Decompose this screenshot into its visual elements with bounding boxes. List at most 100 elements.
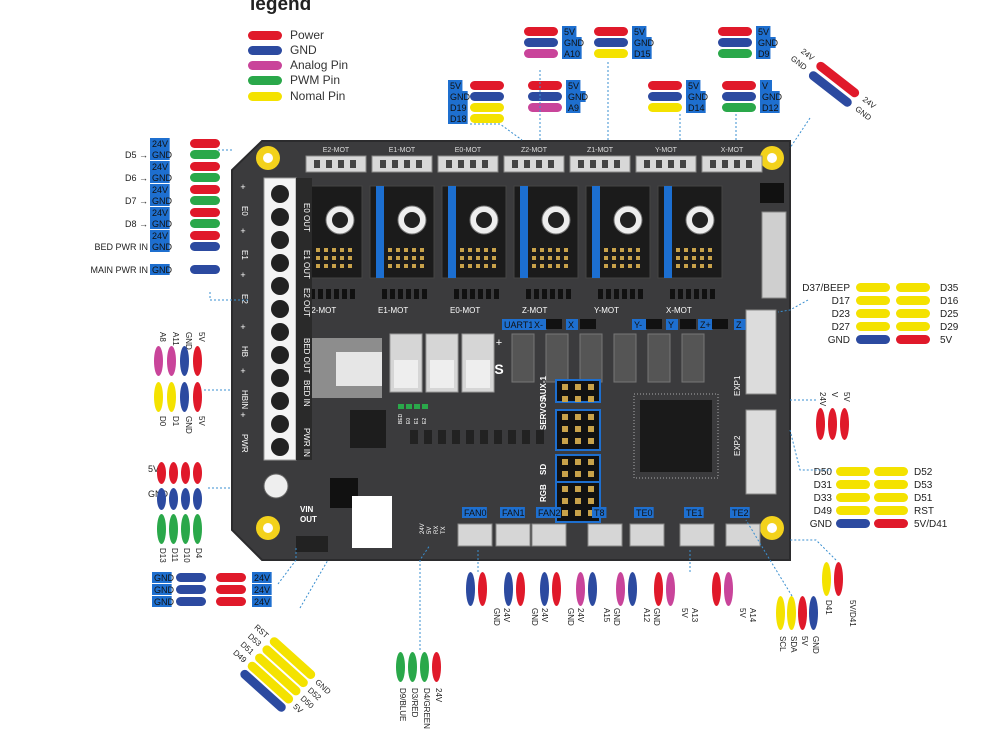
header-pin bbox=[562, 438, 568, 444]
power-tag bbox=[150, 161, 170, 172]
header-pin bbox=[588, 459, 594, 465]
jumper-pin bbox=[636, 248, 640, 252]
smd-component bbox=[424, 430, 432, 444]
plus-mark: + bbox=[240, 226, 245, 236]
pin-tag-text: 24V bbox=[254, 573, 270, 583]
exp2-wire bbox=[836, 519, 870, 528]
mot-pin bbox=[454, 289, 459, 299]
gnd-tag bbox=[152, 584, 172, 595]
smd-component bbox=[494, 430, 502, 444]
smd-component bbox=[410, 430, 418, 444]
endstop-connector bbox=[511, 333, 535, 383]
exp1-connector bbox=[745, 309, 777, 395]
side-label: HBIN bbox=[240, 390, 249, 409]
stepper-pin-tag bbox=[756, 37, 776, 48]
mot-pin bbox=[478, 289, 483, 299]
capacitor bbox=[263, 473, 289, 499]
mosfet-tab bbox=[430, 360, 454, 388]
stepper-pin-tag bbox=[756, 26, 771, 37]
fan-wire bbox=[616, 572, 625, 606]
d41-wire bbox=[822, 562, 831, 596]
plus-mark: + bbox=[496, 337, 502, 349]
legend-label: Nomal Pin bbox=[290, 89, 346, 103]
side-label: HB bbox=[240, 346, 249, 357]
connector-pin bbox=[602, 160, 608, 168]
connector-pin bbox=[644, 160, 650, 168]
jumper-pin bbox=[628, 248, 632, 252]
connector-pin bbox=[404, 160, 410, 168]
terminal-screw bbox=[271, 300, 289, 318]
gnd-tag bbox=[150, 218, 170, 229]
pin-tag-text: D14 bbox=[688, 103, 705, 113]
i2c-pin-label: GND bbox=[811, 636, 820, 654]
rgb-wire bbox=[269, 637, 316, 679]
fan-wire bbox=[478, 572, 487, 606]
stepper-pin-tag bbox=[448, 91, 468, 102]
mcu-pins bbox=[633, 393, 719, 479]
leader-line bbox=[419, 544, 431, 650]
header-pin bbox=[575, 459, 581, 465]
mot-pin bbox=[614, 289, 619, 299]
jumper-pin bbox=[396, 248, 400, 252]
right-mid-label: 5V bbox=[842, 392, 851, 402]
driver-capacitor-top bbox=[620, 212, 636, 228]
connector-pin bbox=[458, 160, 464, 168]
vin-label: VIN bbox=[300, 505, 314, 514]
fan-connector bbox=[531, 523, 567, 547]
terminal-screw bbox=[271, 185, 289, 203]
aux-pin-label: A8 bbox=[158, 332, 167, 342]
led-label: 5V bbox=[427, 527, 433, 534]
jumper-pin bbox=[492, 256, 496, 260]
aux-pin-label: D1 bbox=[171, 416, 180, 427]
stepper-wire bbox=[470, 92, 504, 101]
fan-pin-label: A14 bbox=[748, 608, 757, 623]
pin-tag-text: Y- bbox=[634, 320, 642, 330]
fan-pin-label: GND bbox=[492, 608, 501, 626]
legend-swatch bbox=[248, 45, 282, 55]
jumper-pin bbox=[324, 256, 328, 260]
header-pin bbox=[562, 426, 568, 432]
jumper-pin bbox=[676, 248, 680, 252]
header-pin bbox=[588, 438, 594, 444]
mot-pin bbox=[710, 289, 715, 299]
rgb-strip-label: D3/RED bbox=[410, 688, 419, 718]
fan-connector bbox=[629, 523, 665, 547]
pin-tag-text: 5V bbox=[564, 27, 575, 37]
jumper-pin bbox=[532, 248, 536, 252]
exp1-left-label: D17 bbox=[832, 296, 851, 307]
endstop-pin bbox=[680, 319, 696, 329]
header-pin bbox=[588, 486, 594, 492]
aux-pin-label: GND bbox=[184, 416, 193, 434]
jumper-pin bbox=[332, 264, 336, 268]
jumper-pin bbox=[540, 264, 544, 268]
gnd-tag bbox=[152, 596, 172, 607]
fan-pin-label: A12 bbox=[642, 608, 651, 623]
exp2-wire bbox=[874, 493, 908, 502]
jumper-pin bbox=[612, 248, 616, 252]
fan-label bbox=[684, 507, 704, 518]
driver-capacitor-top bbox=[476, 212, 492, 228]
jumper-pin bbox=[492, 264, 496, 268]
jumper-pin bbox=[332, 248, 336, 252]
exp2-wire bbox=[836, 480, 870, 489]
jumper-pin bbox=[612, 264, 616, 268]
fan-pin-label: 5V bbox=[680, 608, 689, 618]
exp1-wire bbox=[896, 283, 930, 292]
endstop-label bbox=[698, 319, 713, 330]
fan-label bbox=[536, 507, 561, 518]
usb-cutout bbox=[352, 496, 392, 548]
exp2-wire bbox=[874, 506, 908, 515]
pwm-power-wire bbox=[193, 462, 202, 484]
pwm-pin-label: D13 bbox=[158, 548, 167, 563]
leader-line bbox=[470, 123, 523, 141]
connector-pin bbox=[710, 160, 716, 168]
fan-pin-label: A13 bbox=[690, 608, 699, 623]
mid-header-label: SD bbox=[539, 464, 548, 475]
mot-pin bbox=[638, 289, 643, 299]
legend-label: Analog Pin bbox=[290, 58, 349, 72]
gnd-tag bbox=[150, 172, 170, 183]
stepper-wire bbox=[722, 81, 756, 90]
header-pin bbox=[588, 471, 594, 477]
connector-pin bbox=[668, 160, 674, 168]
driver-side-strip bbox=[520, 186, 528, 278]
